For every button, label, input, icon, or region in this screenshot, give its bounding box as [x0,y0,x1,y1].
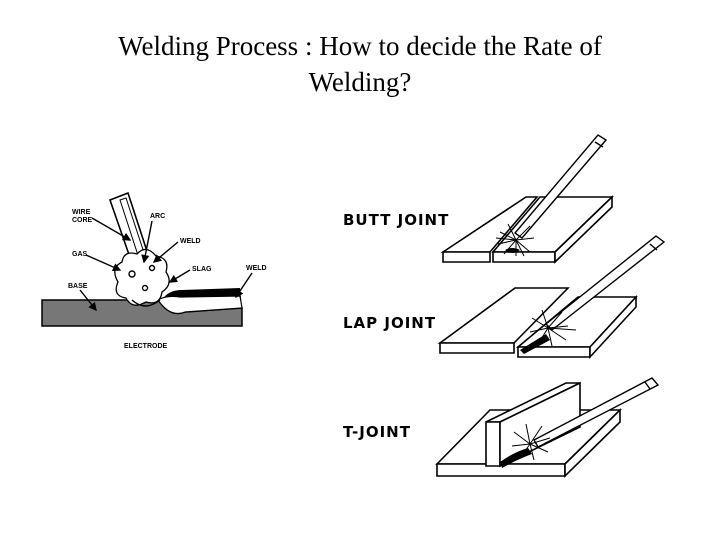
lap-joint-label: LAP JOINT [343,314,436,332]
label-gas: GAS [72,251,88,258]
label-core: CORE [72,217,93,224]
label-wire: WIRE [72,209,91,216]
title-line-1: Welding Process : How to decide the Rate… [118,31,602,61]
slide-title: Welding Process : How to decide the Rate… [0,28,720,100]
butt-joint-diagram: BUTT JOINT [343,134,614,264]
t-joint-label: T-JOINT [343,423,411,441]
arrow-weld-right [235,272,253,299]
arrow-gas [85,254,122,272]
arrow-wire-core [91,217,132,241]
label-slag: SLAG [192,266,212,273]
arrow-slag [168,269,191,283]
label-base: BASE [68,283,88,290]
weld-bead [157,295,243,315]
label-electrode: ELECTRODE [124,343,168,350]
electrode-diagram: WIRE CORE ARC WELD GAS SLAG WELD BASE EL… [41,191,267,350]
arrow-base [79,289,97,312]
arrow-arc [141,220,153,264]
label-arc: ARC [150,213,165,220]
butt-joint-label: BUTT JOINT [343,211,449,229]
title-line-2: Welding? [308,67,412,97]
label-weld-right: WELD [246,265,267,272]
t-joint-diagram: T-JOINT [343,377,660,478]
arrow-weld [152,241,179,263]
label-weld-top: WELD [180,238,201,245]
lap-joint-diagram: LAP JOINT [343,235,666,360]
gas-cloud [114,248,170,306]
